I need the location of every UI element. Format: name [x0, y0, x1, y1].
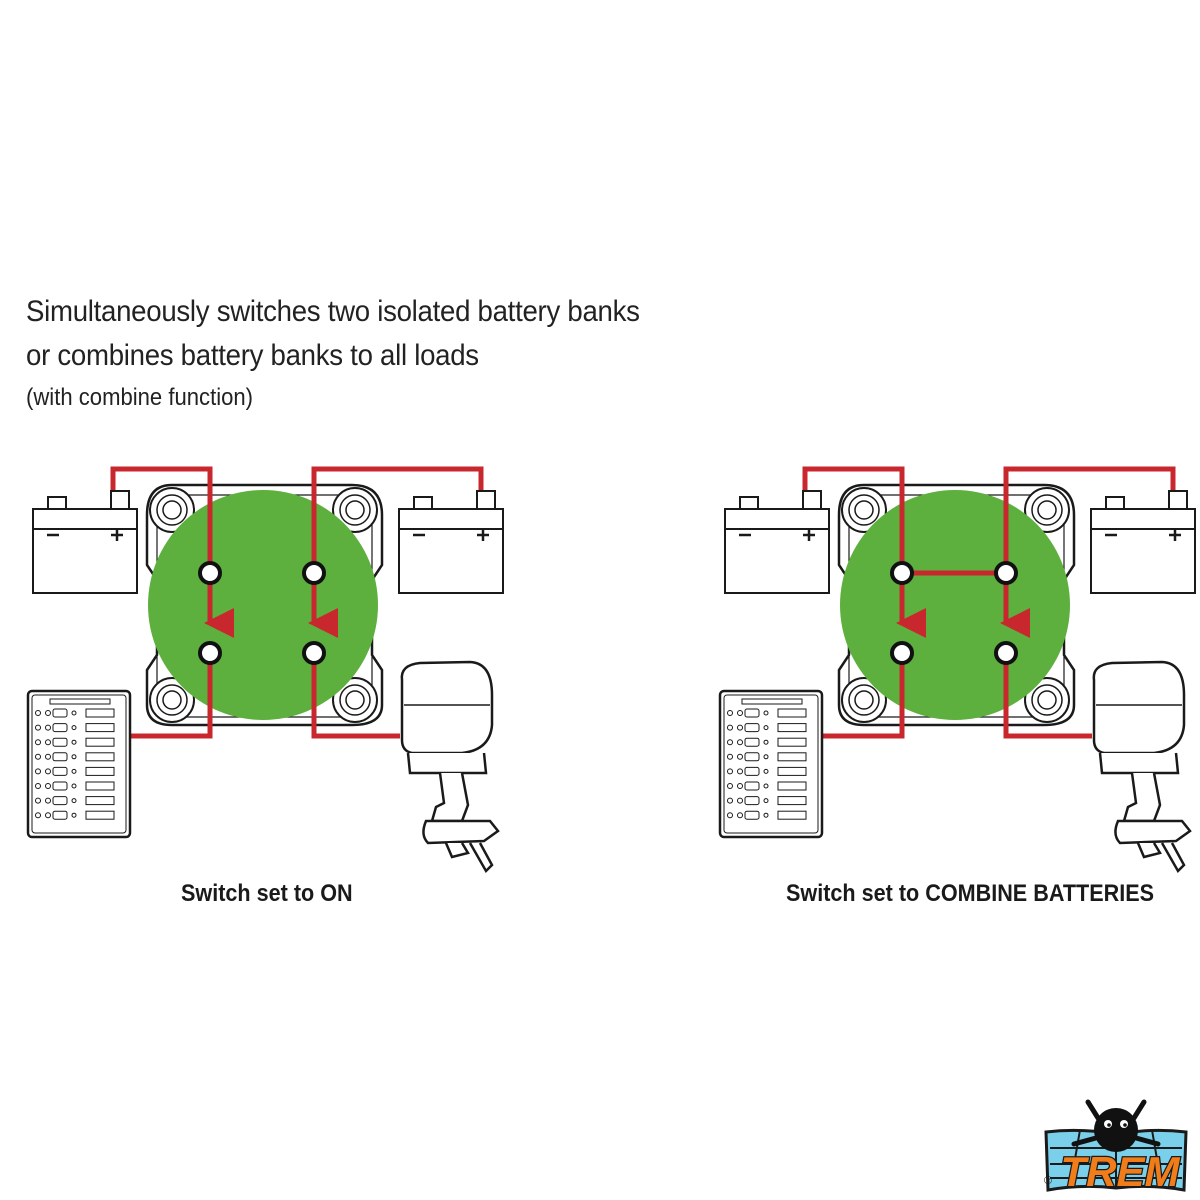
wire-to-panel [130, 653, 213, 739]
wire-battery-1 [802, 466, 905, 573]
terminal [302, 641, 326, 665]
wire-battery-2 [311, 466, 484, 573]
plus-sign [803, 529, 815, 541]
mount-hole [149, 677, 195, 723]
wire-battery-1 [110, 466, 213, 573]
diagram-switch-on [26, 466, 504, 874]
mount-hole [332, 677, 378, 723]
breaker-panel [718, 689, 824, 839]
mount-hole [1024, 487, 1070, 533]
mount-hole [332, 487, 378, 533]
battery-1 [724, 490, 830, 594]
intro-text: Simultaneously switches two isolated bat… [26, 290, 693, 418]
caption-switch-on: Switch set to ON [181, 880, 353, 907]
terminal [994, 561, 1018, 585]
terminal [994, 641, 1018, 665]
wire-battery-2 [1003, 466, 1176, 573]
terminal [890, 641, 914, 665]
intro-line-3: (with combine function) [26, 384, 254, 411]
breaker-panel [26, 689, 132, 839]
plus-sign [1169, 529, 1181, 541]
battery-2 [398, 490, 504, 594]
battery-2 [1090, 490, 1196, 594]
trem-logo: TREM ® [1044, 1099, 1188, 1194]
terminal [890, 561, 914, 585]
battery-1 [32, 490, 138, 594]
wire-to-engine [1003, 653, 1092, 739]
mount-hole [149, 487, 195, 533]
wire-to-panel [822, 653, 905, 739]
spider-icon [1044, 1099, 1188, 1192]
switch-face [148, 490, 378, 720]
outboard-engine [400, 660, 500, 874]
terminal [198, 641, 222, 665]
outboard-engine [1092, 660, 1192, 874]
plus-sign [111, 529, 123, 541]
diagram-switch-combine [718, 466, 1196, 874]
terminal [302, 561, 326, 585]
wire-to-engine [311, 653, 400, 739]
switch-face [840, 490, 1070, 720]
terminal [198, 561, 222, 585]
plus-sign [477, 529, 489, 541]
mount-hole [841, 677, 887, 723]
logo-wordmark: TREM [1061, 1148, 1181, 1194]
wires [110, 466, 484, 739]
caption-switch-combine: Switch set to COMBINE BATTERIES [786, 880, 1155, 907]
mount-hole [1024, 677, 1070, 723]
intro-line-2: or combines battery banks to all loads [26, 339, 479, 372]
mount-hole [841, 487, 887, 533]
wires [802, 466, 1176, 739]
intro-line-1: Simultaneously switches two isolated bat… [26, 295, 640, 328]
registered-mark: ® [1044, 1175, 1052, 1187]
